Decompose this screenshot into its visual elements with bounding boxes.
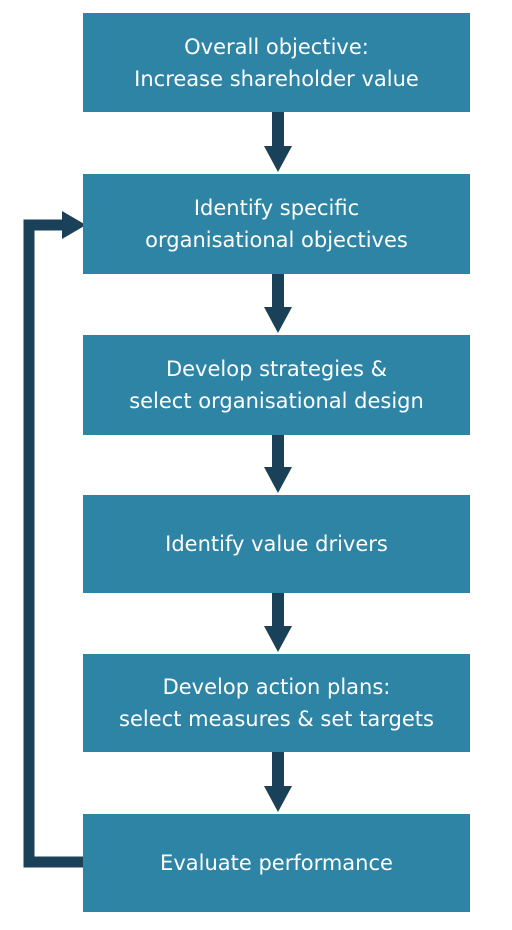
step-box-overall-objective: Overall objective: Increase shareholder … [83, 13, 470, 112]
step-box-action-plans: Develop action plans: select measures & … [83, 654, 470, 752]
arrow-down-4 [264, 593, 292, 652]
step-label: Evaluate performance [160, 851, 393, 875]
arrow-down-2 [264, 274, 292, 333]
step-box-develop-strategies: Develop strategies & select organisation… [83, 335, 470, 435]
arrow-down-3 [264, 435, 292, 493]
step-label: Develop strategies & select organisation… [129, 357, 424, 413]
step-box-identify-objectives: Identify specific organisational objecti… [83, 174, 470, 274]
arrow-down-1 [264, 112, 292, 172]
step-label: Identify specific organisational objecti… [145, 196, 408, 252]
step-box-value-drivers: Identify value drivers [83, 495, 470, 593]
step-box-evaluate-performance: Evaluate performance [83, 814, 470, 912]
step-label: Develop action plans: select measures & … [119, 675, 434, 731]
step-label: Identify value drivers [165, 532, 388, 556]
arrow-down-5 [264, 752, 292, 812]
feedback-loop-arrow [23, 211, 86, 868]
step-label: Overall objective: Increase shareholder … [134, 34, 419, 91]
